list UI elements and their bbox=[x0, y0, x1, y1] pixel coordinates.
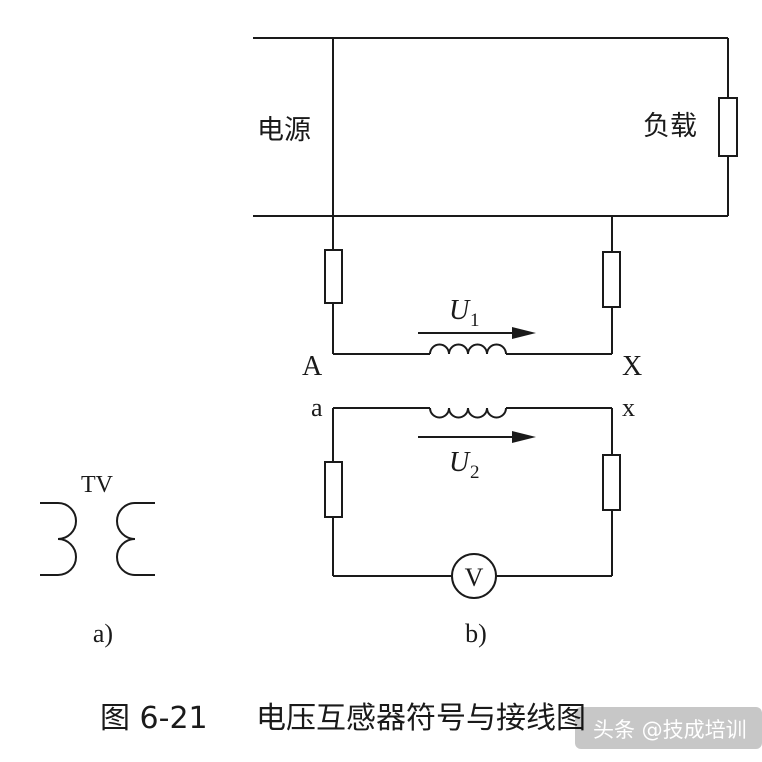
primary-fuse-right bbox=[602, 251, 621, 308]
terminal-a-label: a bbox=[311, 393, 323, 422]
terminal-x-label: x bbox=[622, 393, 635, 422]
transformer-symbol bbox=[40, 502, 155, 576]
watermark: 头条 @技成培训 bbox=[575, 707, 762, 749]
u1-subscript: 1 bbox=[470, 310, 480, 331]
source-label: 电源 bbox=[257, 115, 311, 146]
load-resistor bbox=[718, 97, 738, 157]
panel-a-label: a) bbox=[93, 619, 113, 648]
primary-fuse-left bbox=[324, 249, 343, 304]
u2-label: U 2 bbox=[449, 447, 480, 483]
power-circuit bbox=[253, 37, 738, 252]
u2-letter: U bbox=[449, 447, 471, 478]
secondary-fuse-left bbox=[324, 461, 343, 518]
u1-letter: U bbox=[449, 295, 471, 326]
terminal-X-label: X bbox=[622, 351, 642, 382]
terminal-A-label: A bbox=[302, 351, 323, 382]
figure-caption-text: 电压互感器符号与接线图 bbox=[256, 701, 586, 736]
secondary-fuse-right bbox=[602, 454, 621, 511]
figure-caption-number: 图 6-21 bbox=[100, 701, 208, 736]
voltage-arrows bbox=[418, 327, 536, 443]
primary-circuit bbox=[324, 249, 621, 355]
u2-subscript: 2 bbox=[470, 462, 480, 483]
voltmeter-circle bbox=[451, 553, 497, 599]
voltmeter-label: V bbox=[465, 563, 484, 592]
panel-b-label: b) bbox=[465, 619, 487, 648]
u1-label: U 1 bbox=[449, 295, 480, 331]
symbol-secondary-winding bbox=[116, 502, 155, 576]
primary-winding-coil bbox=[429, 343, 507, 355]
secondary-circuit bbox=[324, 407, 621, 599]
symbol-primary-winding bbox=[40, 502, 77, 576]
watermark-text: 头条 @技成培训 bbox=[593, 718, 747, 742]
secondary-winding-coil bbox=[429, 407, 507, 419]
symbol-name-label: TV bbox=[81, 472, 114, 498]
u2-arrow-head bbox=[512, 431, 536, 443]
load-label: 负载 bbox=[643, 111, 697, 142]
watermark-backdrop bbox=[575, 707, 762, 749]
u1-arrow-head bbox=[512, 327, 536, 339]
